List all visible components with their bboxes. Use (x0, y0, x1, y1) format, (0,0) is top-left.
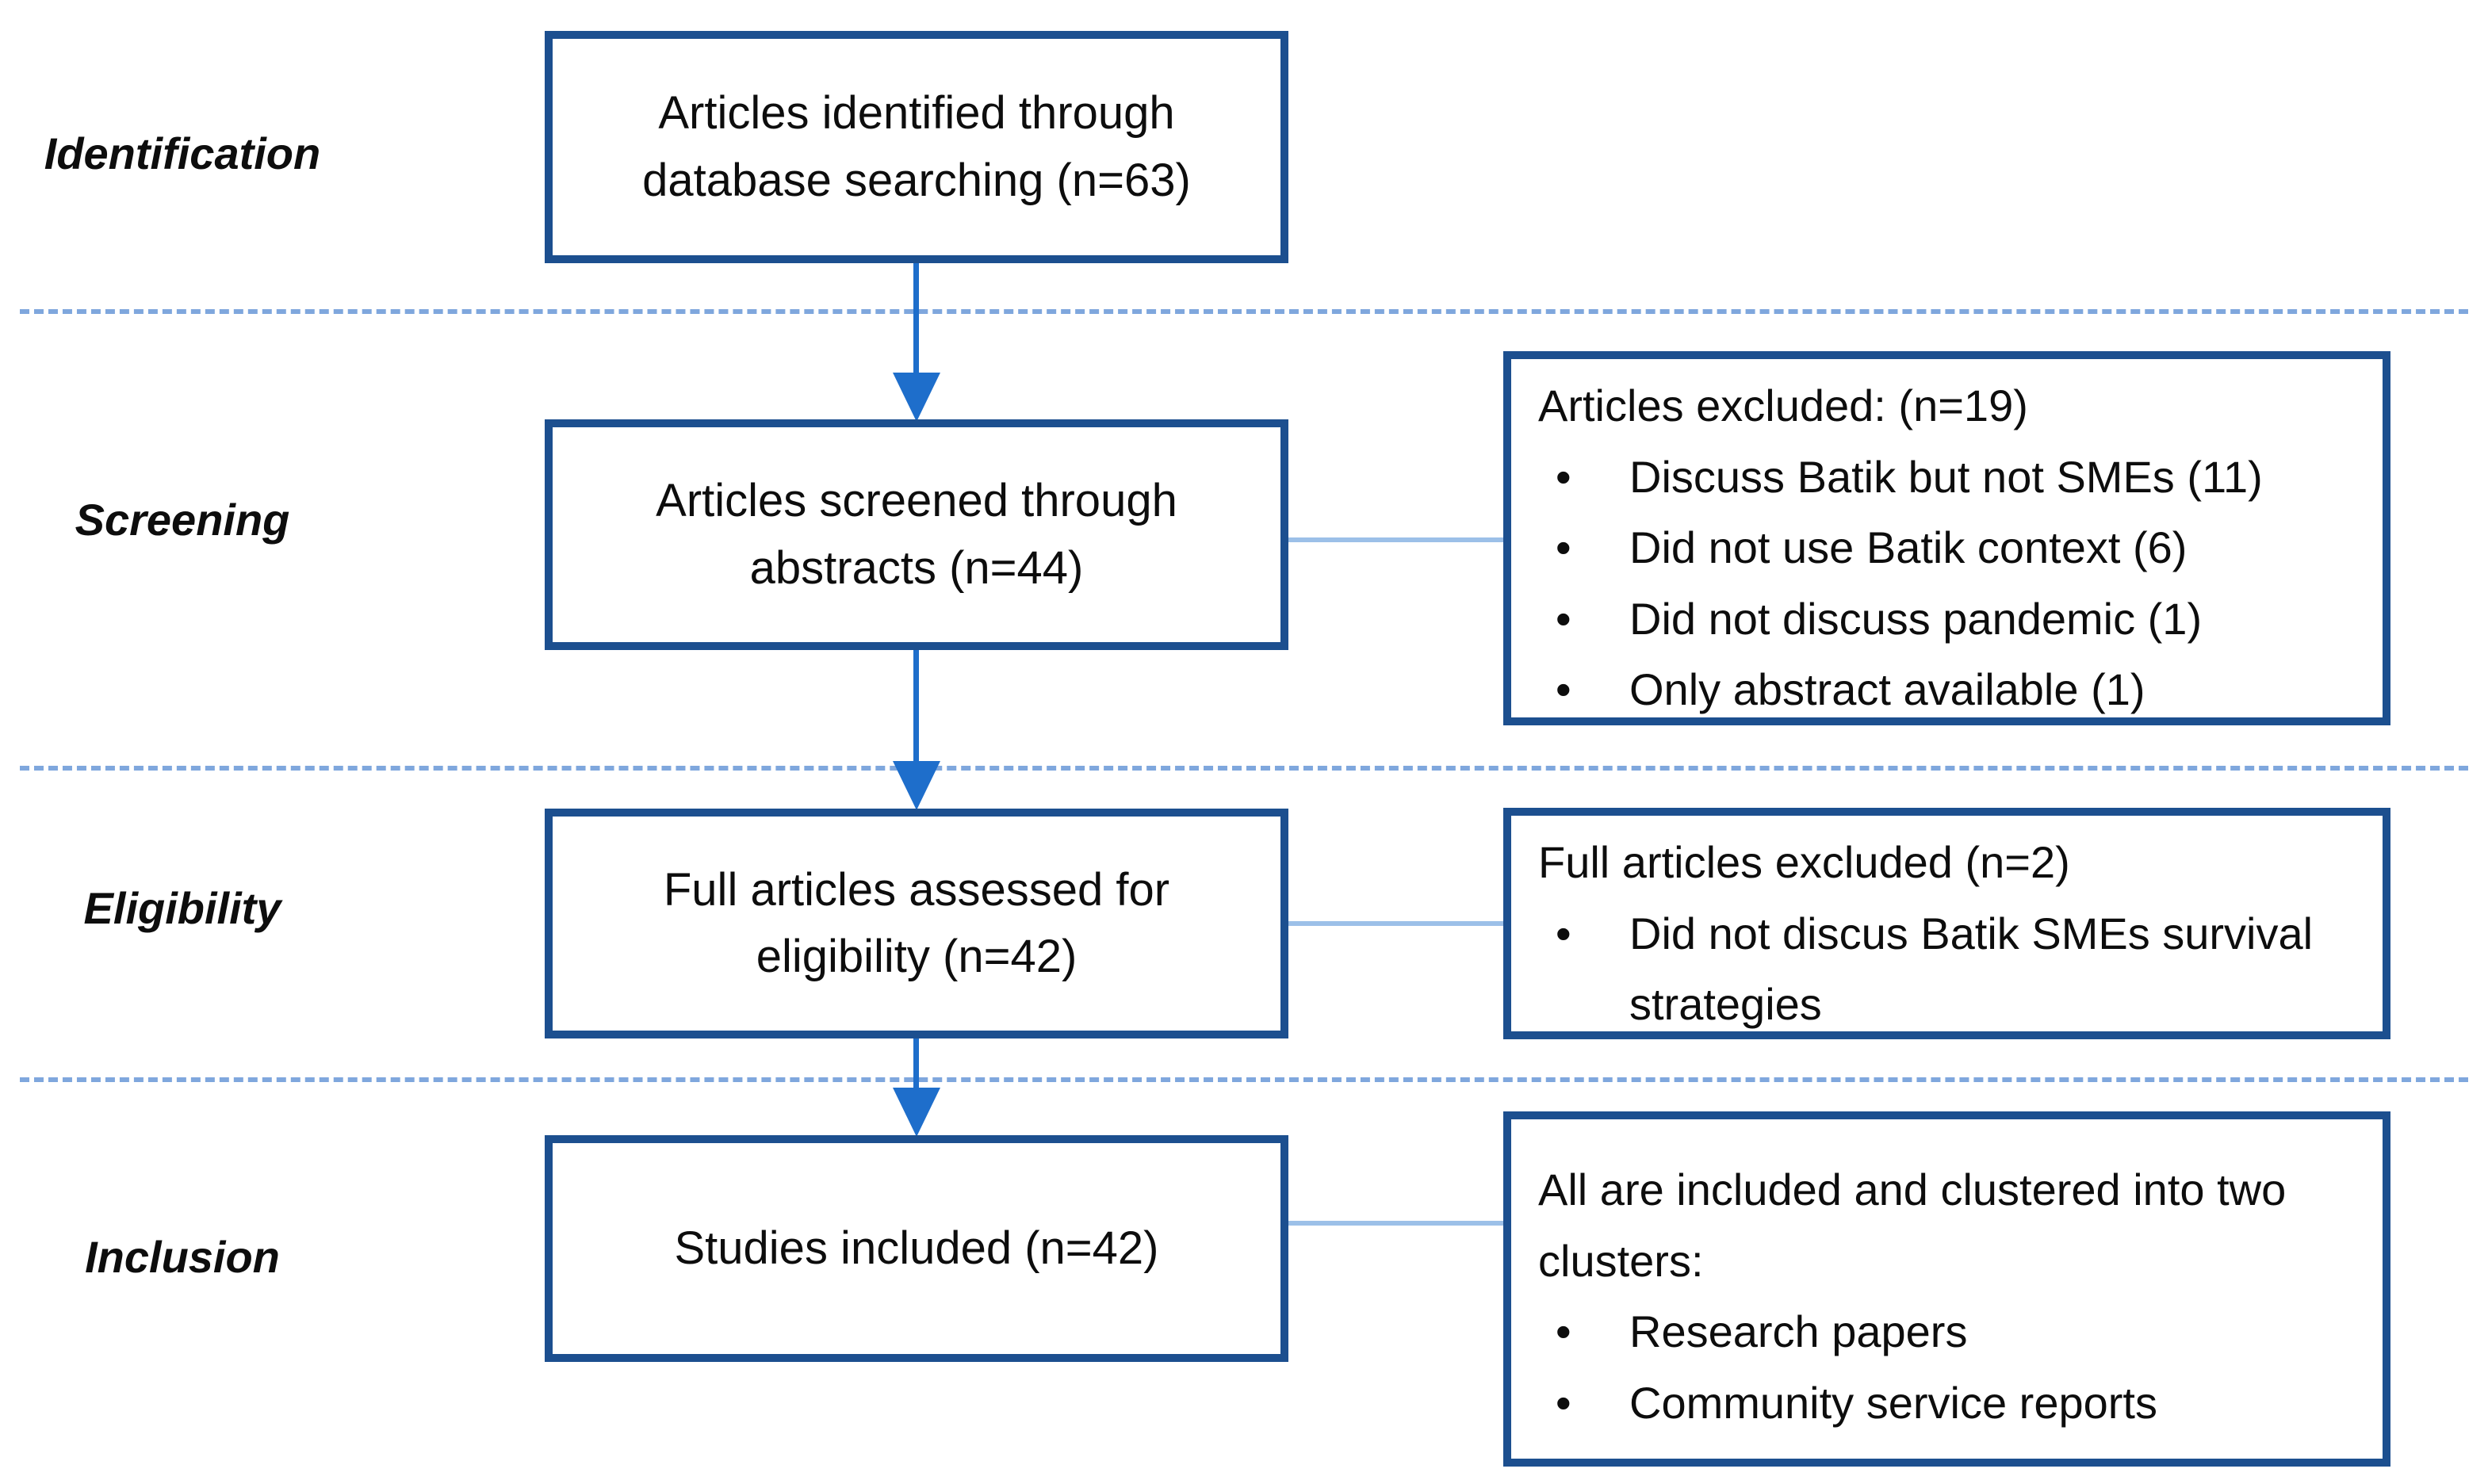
bullet-item: Did not discus Batik SMEs survival strat… (1538, 898, 2359, 1040)
flow-box-assessed-text: Full articles assessed for eligibility (… (663, 863, 1170, 982)
bullet-item: Did not use Batik context (6) (1538, 512, 2359, 583)
flow-box-identified-text: Articles identified through database sea… (642, 87, 1191, 206)
side-box-full-articles-excluded: Full articles excluded (n=2) Did not dis… (1503, 808, 2390, 1039)
bullet-item: Discuss Batik but not SMEs (11) (1538, 442, 2359, 513)
connector-eligibility-excluded (1284, 921, 1503, 926)
connector-inclusion-clusters (1284, 1221, 1503, 1226)
side-box-articles-excluded-title: Articles excluded: (n=19) (1538, 381, 2028, 430)
bullet-item: Only abstract available (1) (1538, 654, 2359, 725)
bullet-item: Did not discuss pandemic (1) (1538, 583, 2359, 655)
arrow-down-icon-3 (893, 1088, 940, 1137)
bullet-item: Community service reports (1538, 1367, 2359, 1439)
flow-box-included-text: Studies included (n=42) (674, 1222, 1159, 1274)
flow-box-included: Studies included (n=42) (545, 1135, 1288, 1362)
bullet-item: Research papers (1538, 1296, 2359, 1367)
section-divider-1 (20, 309, 2468, 314)
flow-arrow-line-2 (913, 650, 919, 764)
flow-box-screened: Articles screened through abstracts (n=4… (545, 419, 1288, 650)
side-box-articles-excluded-list: Discuss Batik but not SMEs (11) Did not … (1538, 442, 2359, 725)
side-box-clusters: All are included and clustered into two … (1503, 1111, 2390, 1467)
side-box-clusters-title: All are included and clustered into two … (1538, 1165, 2287, 1286)
connector-screening-excluded (1284, 537, 1503, 542)
flow-arrow-line-1 (913, 263, 919, 376)
arrow-down-icon-1 (893, 373, 940, 422)
stage-label-screening: Screening (75, 495, 290, 545)
side-box-clusters-list: Research papers Community service report… (1538, 1296, 2359, 1438)
side-box-full-articles-excluded-list: Did not discus Batik SMEs survival strat… (1538, 898, 2359, 1040)
section-divider-3 (20, 1077, 2468, 1082)
side-box-articles-excluded: Articles excluded: (n=19) Discuss Batik … (1503, 351, 2390, 725)
flow-box-assessed: Full articles assessed for eligibility (… (545, 809, 1288, 1038)
flow-arrow-line-3 (913, 1038, 919, 1091)
flow-box-identified: Articles identified through database sea… (545, 31, 1288, 263)
arrow-down-icon-2 (893, 761, 940, 810)
stage-label-identification: Identification (44, 128, 321, 178)
stage-label-inclusion: Inclusion (85, 1232, 280, 1282)
stage-label-eligibility: Eligibility (83, 883, 281, 933)
side-box-full-articles-excluded-title: Full articles excluded (n=2) (1538, 837, 2070, 887)
flow-box-screened-text: Articles screened through abstracts (n=4… (656, 475, 1177, 594)
section-divider-2 (20, 766, 2468, 771)
